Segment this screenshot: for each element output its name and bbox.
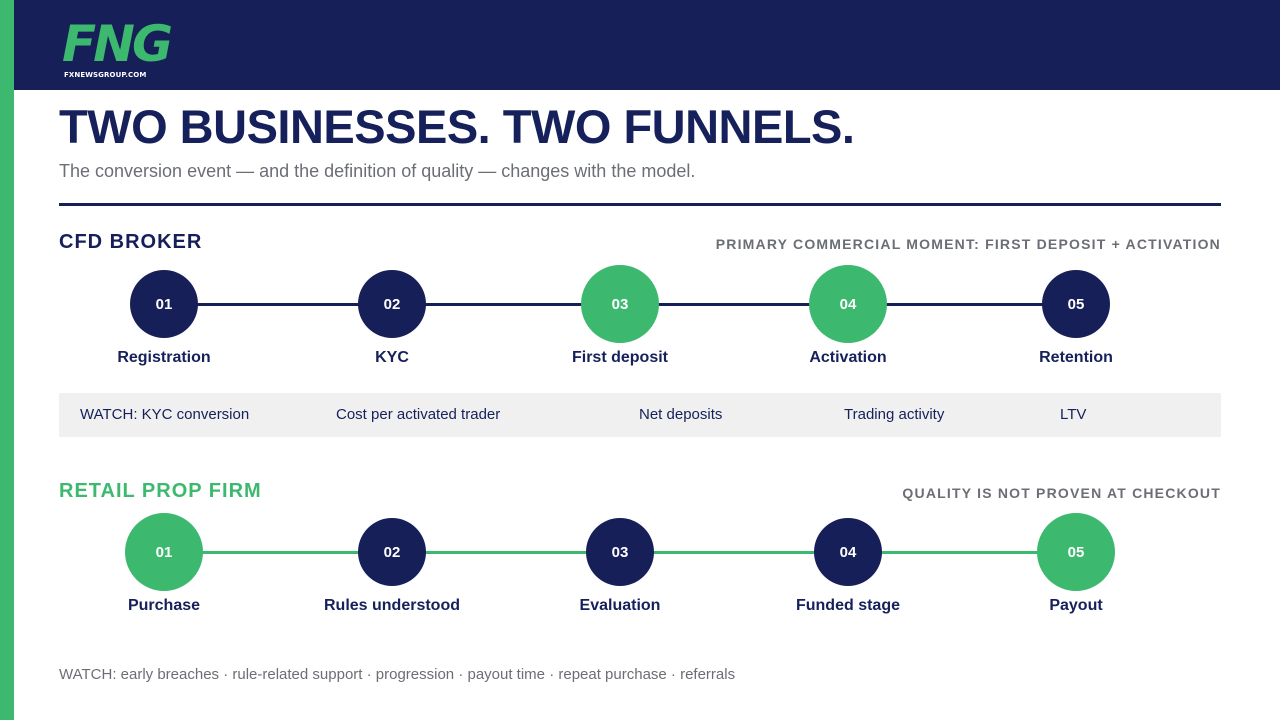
prop-step-03-node: 03: [586, 518, 654, 586]
prop-step-04-node: 04: [814, 518, 882, 586]
page-title: TWO BUSINESSES. TWO FUNNELS.: [59, 100, 855, 153]
prop-watch-list: WATCH: early breaches · rule-related sup…: [59, 666, 736, 683]
logo-domain: FXNEWSGROUP.COM: [64, 71, 147, 79]
cfd-watch-item: LTV: [1060, 406, 1087, 423]
left-accent-bar: [0, 0, 14, 720]
prop-step-02-label: Rules understood: [323, 597, 460, 614]
prop-step-05-label: Payout: [1049, 597, 1103, 614]
cfd-step-03-node: 03: [581, 265, 659, 343]
cfd-watch-item: Net deposits: [639, 406, 723, 423]
logo-mark: FNG: [62, 15, 173, 73]
prop-step-01-node: 01: [125, 513, 203, 591]
cfd-step-02-label: KYC: [375, 349, 409, 366]
header-bar: [14, 0, 1280, 90]
prop-section-label: RETAIL PROP FIRM: [59, 480, 262, 502]
cfd-watch-item: WATCH: KYC conversion: [80, 406, 250, 423]
cfd-section-note: PRIMARY COMMERCIAL MOMENT: FIRST DEPOSIT…: [715, 236, 1221, 252]
cfd-section-label: CFD BROKER: [59, 231, 203, 253]
cfd-step-04-node: 04: [809, 265, 887, 343]
prop-step-01-label: Purchase: [127, 597, 201, 614]
fng-logo: FNG FXNEWSGROUP.COM: [62, 15, 173, 82]
cfd-step-01-node: 01: [130, 270, 198, 338]
prop-section-note: QUALITY IS NOT PROVEN AT CHECKOUT: [902, 485, 1221, 501]
title-divider: [59, 203, 1221, 206]
cfd-step-02-node: 02: [358, 270, 426, 338]
page-subtitle: The conversion event — and the definitio…: [59, 161, 696, 181]
cfd-watch-item: Cost per activated trader: [336, 406, 501, 423]
prop-step-02-node: 02: [358, 518, 426, 586]
cfd-step-04-label: Activation: [809, 349, 887, 366]
cfd-step-05-label: Retention: [1039, 349, 1113, 366]
cfd-watch-item: Trading activity: [844, 406, 945, 423]
prop-step-03-label: Evaluation: [579, 597, 661, 614]
prop-step-05-node: 05: [1037, 513, 1115, 591]
cfd-watch-band: [59, 393, 1221, 437]
cfd-step-03-label: First deposit: [571, 349, 668, 366]
prop-step-04-label: Funded stage: [795, 597, 900, 614]
cfd-step-05-node: 05: [1042, 270, 1110, 338]
cfd-step-01-label: Registration: [117, 349, 211, 366]
